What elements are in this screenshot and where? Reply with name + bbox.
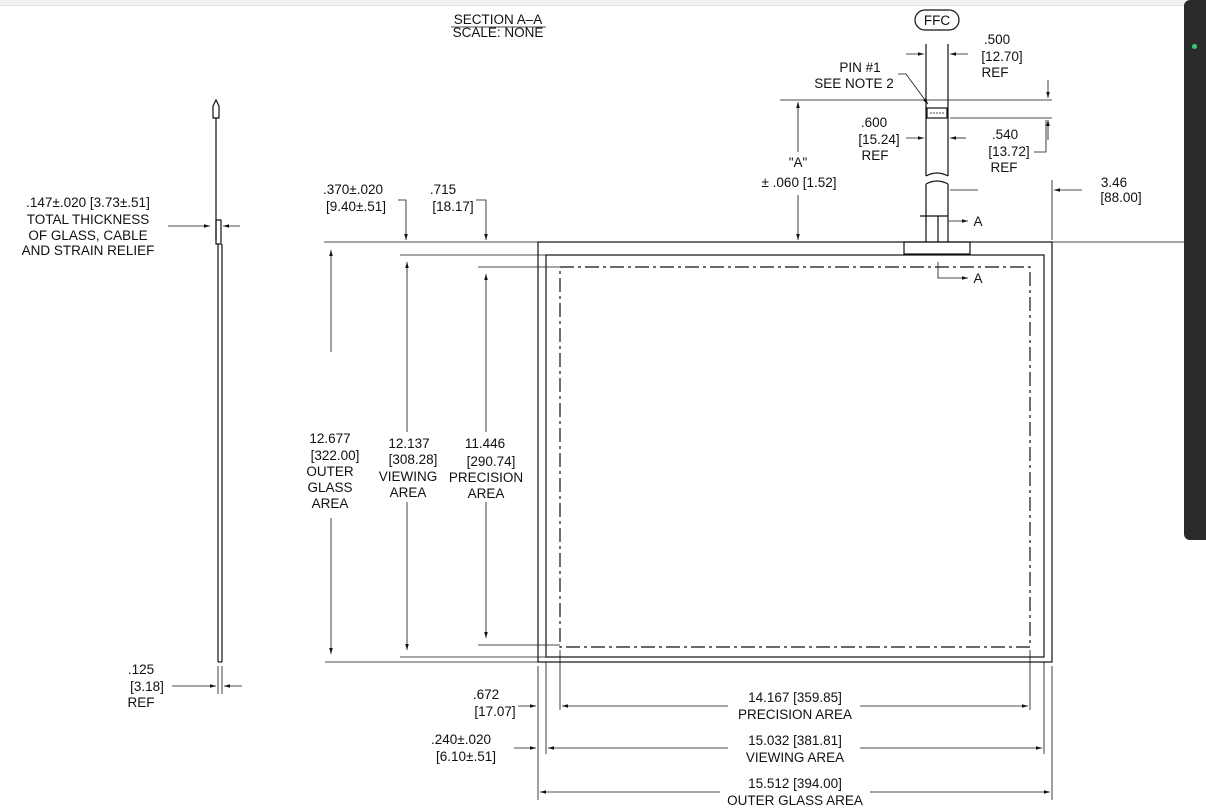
dim-125-value: .125 (128, 662, 154, 677)
viewing-height-value: 12.137 (388, 436, 429, 451)
dim-370-metric: [9.40±.51] (326, 199, 386, 214)
dim-346-metric: [88.00] (1100, 190, 1141, 205)
glass-panel (537, 241, 1053, 663)
precision-height-line1: PRECISION (449, 470, 523, 485)
dim-715-metric: [18.17] (432, 199, 473, 214)
dim-240-value: .240±.020 (431, 732, 491, 747)
outer-width-value: 15.512 [394.00] (748, 776, 842, 791)
viewing-height-line2: AREA (390, 485, 427, 500)
dim-540-value: .540 (992, 127, 1018, 142)
outer-height-metric: [322.00] (311, 448, 360, 463)
dim-500-metric: [12.70] (981, 49, 1022, 64)
viewing-height-line1: VIEWING (379, 469, 438, 484)
ffc-cable (903, 44, 971, 255)
dim-600-metric: [15.24] (858, 132, 899, 147)
dim-500-ref: REF (982, 65, 1009, 80)
dim-240-metric: [6.10±.51] (436, 749, 496, 764)
dim-500-value: .500 (984, 32, 1010, 47)
precision-width-label: PRECISION AREA (738, 707, 852, 722)
viewing-width-label: VIEWING AREA (746, 750, 844, 765)
outer-height-line3: AREA (312, 496, 349, 511)
precision-height-line2: AREA (468, 486, 505, 501)
dim-125-metric: [3.18] (130, 679, 164, 694)
thickness-line2: TOTAL THICKNESS (27, 212, 150, 227)
thickness-line4: AND STRAIN RELIEF (22, 243, 155, 258)
viewing-width-value: 15.032 [381.81] (748, 733, 842, 748)
dim-715-value: .715 (430, 182, 456, 197)
section-title: SECTION A–A (454, 12, 543, 27)
dim-672-metric: [17.07] (474, 704, 515, 719)
outer-height-line1: OUTER (306, 464, 354, 479)
dim-540-metric: [13.72] (988, 144, 1029, 159)
dim-600-ref: REF (862, 148, 889, 163)
dim-125-ref: REF (128, 695, 155, 710)
ffc-badge: FFC (914, 9, 960, 31)
dim-540-ref: REF (991, 160, 1018, 175)
window-top-strip (0, 0, 1206, 6)
dim-a-tolerance: ± .060 [1.52] (762, 175, 837, 190)
status-dot (1192, 44, 1197, 49)
section-scale: SCALE: NONE (453, 25, 544, 40)
side-panel[interactable] (1184, 0, 1206, 540)
dim-370-value: .370±.020 (323, 182, 383, 197)
outer-height-line2: GLASS (307, 480, 352, 495)
pin-label-line2: SEE NOTE 2 (814, 76, 894, 91)
dim-600-value: .600 (861, 115, 887, 130)
thickness-line3: OF GLASS, CABLE (28, 228, 147, 243)
ffc-label: FFC (924, 13, 950, 28)
section-marker-top: A (973, 214, 982, 229)
dim-672-value: .672 (473, 687, 499, 702)
precision-height-metric: [290.74] (467, 454, 516, 469)
thickness-line1: .147±.020 [3.73±.51] (26, 195, 150, 210)
viewing-height-metric: [308.28] (389, 452, 438, 467)
dim-a-label: "A" (789, 155, 808, 170)
side-profile-view (168, 98, 242, 694)
outer-width-label: OUTER GLASS AREA (727, 793, 863, 808)
dim-346-value: 3.46 (1101, 175, 1127, 190)
outer-height-value: 12.677 (309, 431, 350, 446)
pin-label-line1: PIN #1 (839, 60, 880, 75)
precision-width-value: 14.167 [359.85] (748, 690, 842, 705)
precision-height-value: 11.446 (465, 436, 505, 451)
section-marker-bottom: A (973, 271, 982, 286)
